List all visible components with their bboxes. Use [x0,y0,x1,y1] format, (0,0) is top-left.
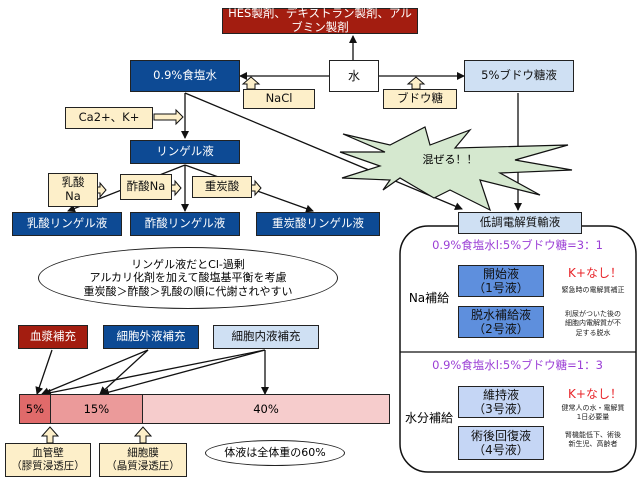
body-fluid-bar: 5%15%40% [19,394,390,424]
water-box: 水 [329,60,379,92]
lactated-ringer-box: 乳酸リンゲル液 [12,212,122,236]
solution-1-number: （1号液） [473,281,529,295]
solution-4-number: （4号液） [473,443,529,457]
nacl-up-arrow [241,76,261,90]
acetate-na-box: 酢酸Na [120,174,172,200]
solution-4-note: 腎機能低下、術後 新生児、高齢者 [565,430,621,448]
plasma-supply-box: 血漿補充 [18,325,88,349]
icf-supply-box: 細胞内液補充 [213,325,319,349]
ratio-na-text: 0.9%食塩水l:5%ブドウ糖=3：1 [432,238,603,253]
glucose-box: ブドウ糖 [383,89,457,109]
solution-1-note: 緊急時の電解質補正 [561,286,625,295]
ca-k-box: Ca2+、K+ [65,107,153,129]
hypotonic-title-box: 低調電解質輸液 [458,212,582,234]
ringer-note-line1: リンゲル液だとCl-過剰 [131,258,245,272]
dextrose-box: 5%ブドウ糖液 [464,60,574,92]
solution-1-name: 開始液 [482,266,519,281]
ratio-water-text: 0.9%食塩水l:5%ブドウ糖=1：3 [432,358,603,373]
vessel-wall-box: 血管壁 （膠質浸透圧） [5,443,91,477]
ringer-note-line2: アルカリ化剤を加えて酸塩基平衡を考慮 [89,271,287,285]
solution-4-name: 術後回復液 [470,428,531,443]
solution-4-box: 術後回復液 （4号液） [458,426,544,460]
ca-k-right-arrow [153,108,184,126]
lactate-na-box: 乳酸 Na [48,173,98,207]
acetated-ringer-box: 酢酸リンゲル液 [130,212,240,236]
ecf-supply-box: 細胞外液補充 [103,325,199,349]
solution-2-number: （2号液） [473,322,529,336]
solution-2-box: 脱水補給液 （2号液） [458,306,544,338]
bicarbonate-box: 重炭酸 [192,176,252,198]
na-supply-label: Na補給 [408,290,450,305]
fluid-segment-1: 5% [20,395,51,423]
solution-3-name: 維持液 [482,387,519,402]
solution-1-box: 開始液 （1号液） [458,265,544,297]
body-fluid-note-oval: 体液は全体重の60% [205,440,345,466]
solution-3-note: 健常人の水・電解質 1日必要量 [561,403,625,421]
arrow-icf-to-isf [101,349,266,397]
saline-box: 0.9%食塩水 [130,60,240,92]
acetate-right-arrow [170,179,182,197]
ringer-note-oval: リンゲル液だとCl-過剰 アルカリ化剤を加えて酸塩基平衡を考慮 重炭酸＞酢酸＞乳… [38,247,338,309]
glucose-up-arrow [406,76,426,90]
arrow-ecf-to-isf [99,349,149,395]
arrow-icf-to-plasma [43,349,266,397]
mix-burst-label: 混ぜる！！ [422,153,478,167]
water-supply-label: 水分補給 [404,410,453,425]
arrow-ecf-to-plasma [41,349,149,396]
ringer-note-line3: 重炭酸＞酢酸＞乳酸の順に代謝されやすい [83,284,293,298]
bicarb-right-arrow [250,179,262,197]
colloid-products-box: HES製剤、デキストラン製剤、アルブミン製剤 [222,6,418,34]
bicarbonate-ringer-box: 重炭酸リンゲル液 [256,212,380,236]
fluid-segment-3: 40% [143,395,389,423]
vessel-wall-up-arrow [40,426,60,444]
solution-2-note: 利尿がついた後の 細胞内電解質が不 足する脱水 [565,309,621,337]
nacl-box: NaCl [243,89,315,109]
arrow-plasma-to-bar [35,349,53,395]
cell-membrane-up-arrow [133,426,153,444]
fluid-segment-2: 15% [50,395,143,423]
no-k-label-2: K+なし！ [568,386,622,401]
solution-3-number: （3号液） [473,402,529,416]
no-k-label-1: K+なし！ [568,265,622,280]
cell-membrane-box: 細胞膜 （晶質浸透圧） [99,443,187,477]
solution-3-box: 維持液 （3号液） [458,386,544,418]
solution-2-name: 脱水補給液 [470,307,531,322]
ringer-box: リンゲル液 [130,140,240,164]
